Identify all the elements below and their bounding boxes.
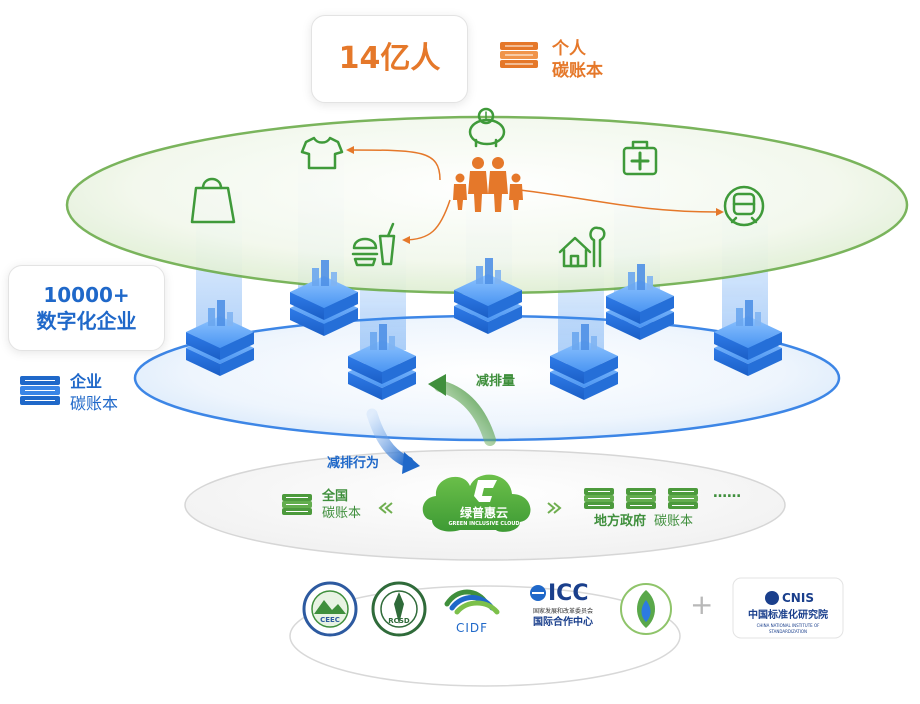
enterprise-label-line2: 碳账本 (70, 394, 119, 413)
enterprise-label-line1: 企业 (70, 372, 103, 391)
personal-count: 14亿人 (338, 41, 441, 76)
cnis-mark: CNIS (782, 591, 814, 605)
enterprise-count: 10000+ (43, 283, 130, 307)
icc-main-text: ICC (548, 581, 589, 606)
local-ellipsis: …… (713, 485, 741, 501)
cnis-cn-text: 中国标准化研究院 (748, 610, 828, 621)
rcsd-logo (371, 581, 427, 637)
cnis-en-text: CHINA NATIONAL INSTITUTE OF STANDARDIZAT… (756, 623, 820, 634)
enterprise-count-bubble: 10000+ 数字化企业 (8, 265, 165, 351)
train-icon (723, 185, 765, 227)
shopping-bag-icon (190, 177, 236, 224)
icc-sub-text: 国家发展和改革委员会 (532, 608, 593, 615)
national-label-line2: 碳账本 (322, 506, 362, 521)
national-book-icon (281, 493, 313, 516)
personal-connectors (347, 149, 719, 241)
national-label-line1: 全国 (322, 489, 349, 504)
cnis-logo (732, 577, 844, 639)
ndrc-logo (620, 583, 672, 635)
tshirt-icon (300, 136, 344, 170)
icc-cn-text: 国际合作中心 (533, 617, 593, 628)
personal-label-line1: 个人 (552, 39, 586, 59)
local-label-book: 碳账本 (654, 514, 694, 529)
icc-logo (530, 585, 546, 601)
local-book-icon-2 (625, 487, 657, 510)
chevrons (378, 502, 562, 514)
reduction-amount-label: 减排量 (476, 374, 516, 389)
platform-cloud-logo (422, 474, 531, 532)
ceec-text: CEEC (320, 616, 340, 624)
local-label-gov: 地方政府 (594, 514, 647, 529)
local-book-icon-1 (583, 487, 615, 510)
reduction-behavior-label: 减排行为 (327, 456, 380, 471)
local-book-icon-3 (667, 487, 699, 510)
personal-count-bubble: 14亿人 (311, 15, 468, 103)
rcsd-text: RCSD (388, 617, 410, 625)
plus-sign: + (690, 588, 714, 621)
burger-drink-icon (351, 222, 396, 267)
ceec-logo (302, 581, 358, 637)
piggy-bank-icon (468, 107, 506, 148)
personal-book-icon (500, 42, 538, 68)
personal-label-line2: 碳账本 (552, 61, 603, 81)
partners-base-ellipse (289, 585, 681, 687)
enterprise-book-icon (20, 376, 60, 405)
enterprise-subtitle: 数字化企业 (36, 309, 137, 333)
platform-name-cn: 绿普惠云 (459, 506, 508, 520)
platform-name-en: GREEN INCLUSIVE CLOUD (448, 521, 520, 527)
cidf-logo (444, 589, 500, 615)
medical-kit-icon (622, 140, 658, 176)
house-icon (558, 226, 606, 268)
cidf-text: CIDF (455, 621, 489, 635)
family-icon (453, 157, 523, 212)
